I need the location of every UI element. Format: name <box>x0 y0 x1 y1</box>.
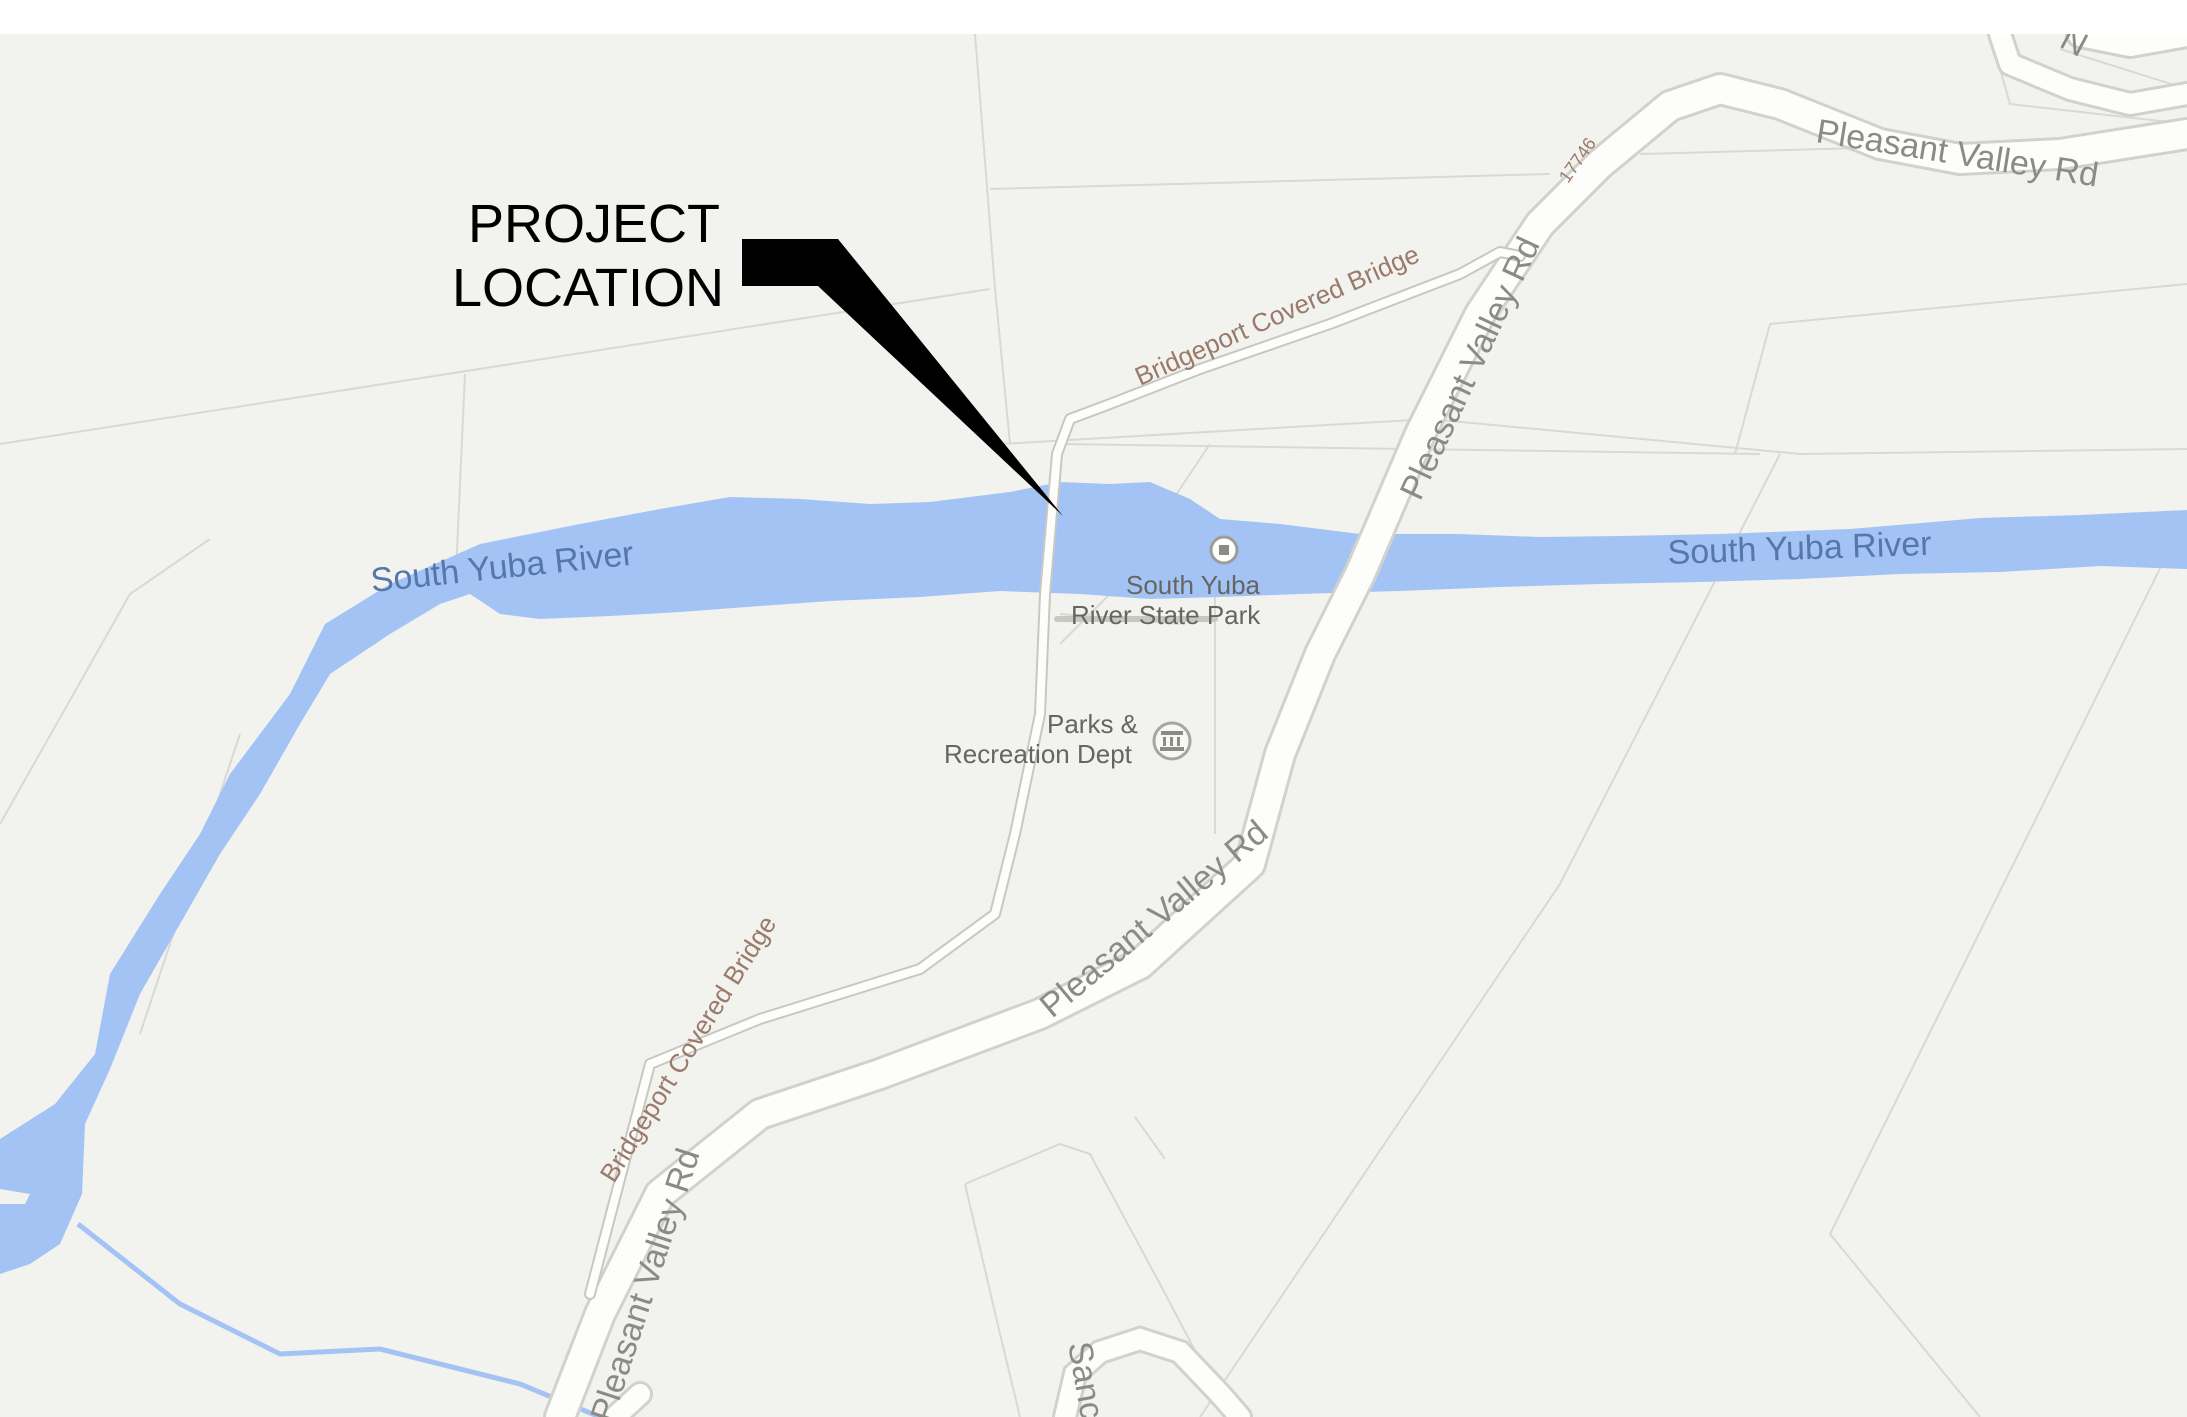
road-label-pleasant-valley-ne: Pleasant Valley Rd <box>1814 112 2101 194</box>
bridgeport-covered-bridge-road[interactable] <box>584 246 1526 1300</box>
map-svg: Pleasant Valley Rd Pleasant Valley Rd Pl… <box>0 34 2187 1417</box>
project-location-label-line1: PROJECT <box>468 194 720 254</box>
parks-rec-label-line2: Recreation Dept <box>944 739 1133 769</box>
parks-rec-marker[interactable] <box>1152 721 1192 761</box>
sanc-road[interactable] <box>1052 1325 1253 1417</box>
map-canvas[interactable]: Pleasant Valley Rd Pleasant Valley Rd Pl… <box>0 34 2187 1417</box>
pleasant-valley-rd[interactable] <box>543 34 2187 1417</box>
state-park-marker[interactable] <box>1209 535 1239 565</box>
south-yuba-river <box>0 482 2187 1274</box>
project-location-label-line2: LOCATION <box>452 258 724 318</box>
water-label-east: South Yuba River <box>1667 525 1932 572</box>
state-park-label-line2: River State Park <box>1071 600 1261 630</box>
stream <box>76 1222 601 1417</box>
road-label-covered-bridge-north: Bridgeport Covered Bridge <box>1130 239 1423 392</box>
road-label-covered-bridge-south: Bridgeport Covered Bridge <box>594 910 783 1187</box>
state-park-label-line1: South Yuba <box>1126 570 1261 600</box>
project-location-arrow <box>742 239 1063 516</box>
parks-rec-label-line1: Parks & <box>1047 709 1138 739</box>
road-label-pleasant-valley-mid: Pleasant Valley Rd <box>1033 813 1276 1025</box>
